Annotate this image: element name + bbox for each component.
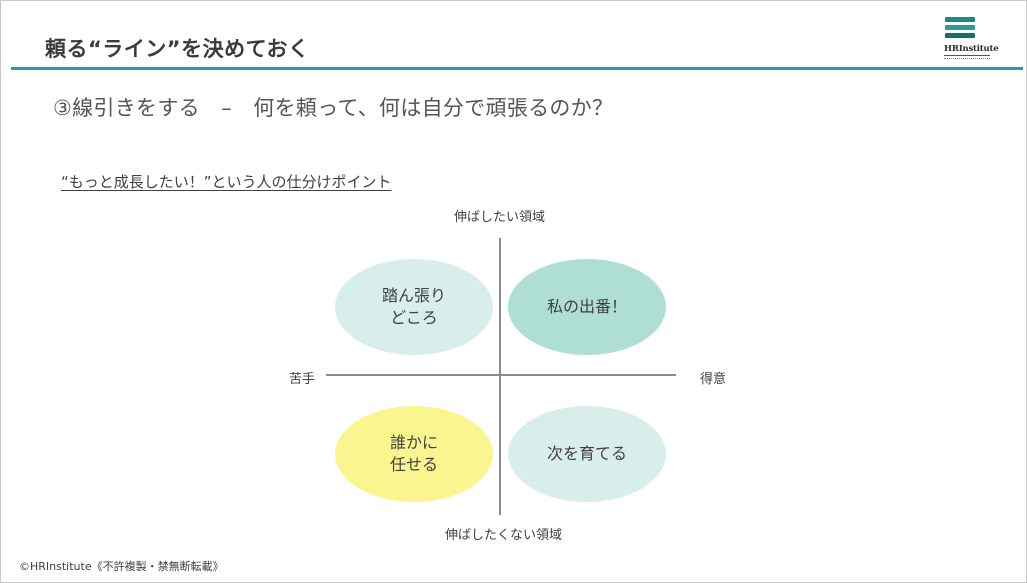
- quadrant-bottom-left: 誰かに 任せる: [335, 406, 493, 502]
- logo-bar-icon: [945, 25, 975, 30]
- hrinstitute-logo: HRInstitute: [943, 17, 999, 65]
- axis-label-left: 苦手: [289, 372, 316, 387]
- quadrant-text: どころ: [390, 308, 438, 327]
- copyright-footer: ©HRInstitute《不許複製・禁無断転載》: [19, 560, 224, 573]
- vertical-axis: [499, 238, 501, 515]
- slide-title: 頼る“ライン”を決めておく: [45, 37, 310, 61]
- quadrant-text: 踏ん張り: [381, 285, 446, 305]
- quadrant-top-right: 私の出番！: [508, 259, 666, 355]
- axis-label-bottom: 伸ばしたくない領域: [445, 528, 563, 543]
- axis-label-right: 得意: [700, 372, 727, 387]
- axis-label-top: 伸ばしたい領域: [454, 210, 546, 225]
- quadrant-bottom-right: 次を育てる: [508, 406, 666, 502]
- logo-text: HRInstitute: [944, 44, 999, 54]
- logo-bar-icon: [945, 17, 975, 22]
- quadrant-text: 任せる: [389, 455, 438, 474]
- quadrant-text: 次を育てる: [546, 443, 627, 463]
- slide-subtitle: ③線引きをする – 何を頼って、何は自分で頑張るのか？: [53, 96, 614, 120]
- quadrant-text: 誰かに: [389, 432, 438, 452]
- section-label: “もっと成長したい！”という人の仕分けポイント: [61, 173, 392, 191]
- quadrant-text: 私の出番！: [546, 296, 627, 316]
- logo-rule: [944, 55, 990, 56]
- title-divider: [11, 67, 1023, 70]
- horizontal-axis: [326, 374, 676, 376]
- logo-tagline-line: [944, 58, 990, 61]
- logo-bar-icon: [945, 33, 975, 38]
- quadrant-top-left: 踏ん張り どころ: [335, 259, 493, 355]
